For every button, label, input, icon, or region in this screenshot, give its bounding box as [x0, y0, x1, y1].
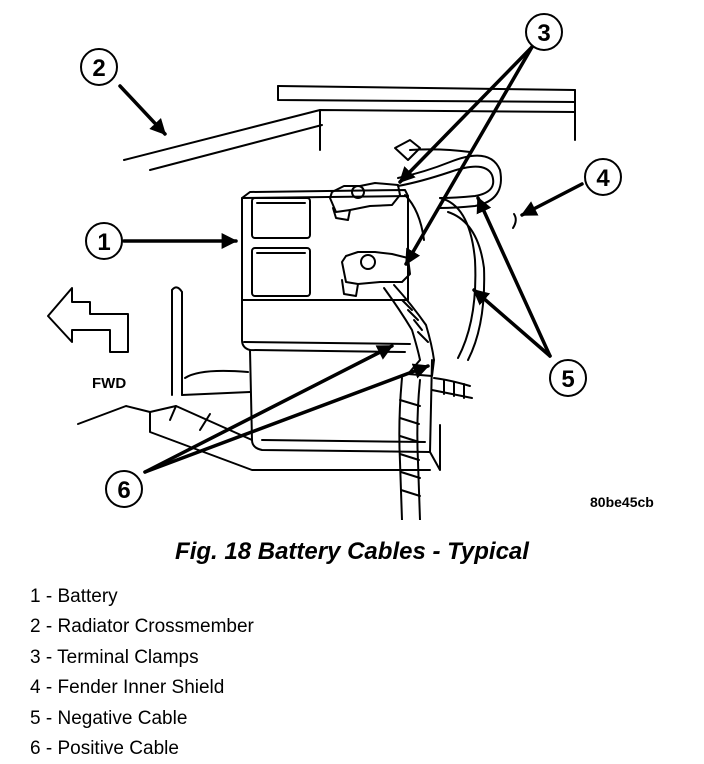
leader-arrow-terminal-clamp-lower: [404, 45, 534, 266]
fwd-arrow-icon: [47, 287, 129, 353]
negative-cable-drawing: [394, 139, 502, 361]
battery-cables-illustration: 1 2 3 4 5 6 FWD: [47, 13, 622, 520]
legend-list: 1 - Battery 2 - Radiator Crossmember 3 -…: [30, 582, 254, 764]
legend-separator: -: [40, 707, 58, 729]
callout-circle-2: [80, 48, 118, 86]
callout-number-2: 2: [92, 55, 105, 82]
legend-separator: -: [40, 586, 58, 607]
legend-separator: -: [40, 616, 58, 638]
legend-number: 3: [30, 646, 41, 668]
callout-circle-5: [549, 359, 587, 397]
callout-circle-3: [525, 13, 563, 51]
legend-number: 1: [30, 586, 41, 607]
leader-arrow-positive-cable-upper: [143, 344, 394, 474]
leader-arrow-negative-cable-upper: [476, 196, 552, 358]
fender-inner-shield-drawing: [512, 213, 517, 229]
battery-tray-drawing: [77, 286, 441, 471]
callout-number-3: 3: [537, 20, 550, 47]
legend-label: Radiator Crossmember: [57, 616, 254, 638]
legend-separator: -: [40, 677, 58, 699]
legend-separator: -: [40, 646, 58, 668]
legend-item: 4 - Fender Inner Shield: [30, 673, 254, 703]
legend-label: Negative Cable: [57, 707, 188, 729]
leader-arrow-fender-inner-shield: [520, 182, 584, 217]
legend-number: 4: [30, 677, 41, 699]
callout-number-1: 1: [97, 229, 110, 256]
legend-item: 3 - Terminal Clamps: [30, 643, 254, 673]
legend-label: Fender Inner Shield: [57, 677, 225, 699]
callout-number-4: 4: [596, 165, 610, 192]
callout-number-5: 5: [561, 366, 574, 393]
leader-arrow-positive-cable-lower: [143, 363, 430, 474]
legend-item: 5 - Negative Cable: [30, 704, 254, 734]
leader-arrow-radiator-crossmember: [118, 84, 167, 136]
figure-caption: Fig. 18 Battery Cables - Typical: [175, 538, 529, 565]
legend-number: 2: [30, 616, 41, 638]
legend-label: Terminal Clamps: [57, 646, 199, 668]
figure-code: 80be45cb: [590, 494, 654, 510]
positive-cable-drawing: [383, 284, 473, 520]
callout-circle-4: [584, 158, 622, 196]
leader-arrow-terminal-clamp-upper: [398, 45, 534, 184]
battery-drawing: [241, 189, 433, 453]
callout-number-6: 6: [117, 477, 130, 504]
terminal-clamps-drawing: [329, 182, 411, 297]
legend-number: 5: [30, 707, 41, 729]
legend-item: 1 - Battery: [30, 582, 254, 612]
legend-item: 2 - Radiator Crossmember: [30, 612, 254, 642]
radiator-crossmember-drawing: [123, 85, 576, 171]
callout-circle-1: [85, 222, 123, 260]
leader-arrow-negative-cable-lower: [472, 288, 552, 358]
legend-label: Positive Cable: [57, 738, 179, 760]
legend-item: 6 - Positive Cable: [30, 734, 254, 764]
legend-label: Battery: [57, 586, 118, 607]
legend-number: 6: [30, 738, 41, 760]
callout-circle-6: [105, 470, 143, 508]
fwd-label: FWD: [92, 375, 126, 392]
legend-separator: -: [40, 738, 58, 760]
